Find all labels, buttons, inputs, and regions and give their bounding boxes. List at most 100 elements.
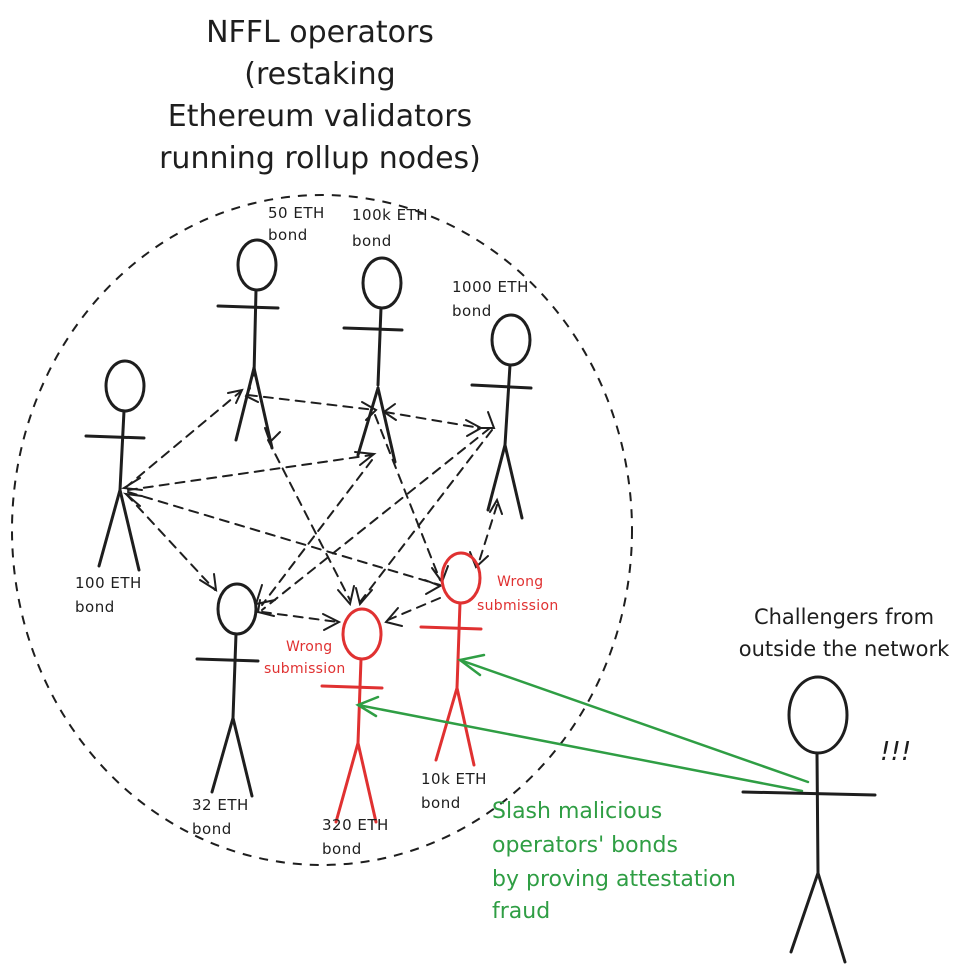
link-1000-320: [359, 429, 493, 603]
link-100k-10k: [374, 414, 441, 581]
slash-note: Slash malicious operators' bonds by prov…: [492, 799, 736, 924]
arms: [320, 684, 384, 690]
bond-label-line-2: bond: [421, 794, 461, 812]
head: [361, 256, 403, 310]
arrowhead: [256, 599, 275, 617]
arrowhead: [477, 411, 496, 429]
arrowhead: [122, 492, 143, 507]
arrowhead: [227, 388, 244, 404]
link-1000-10k: [477, 504, 498, 566]
bond-label-line-2: bond: [192, 820, 232, 838]
head: [787, 675, 849, 755]
link-10k-320: [387, 597, 441, 621]
arrowhead: [337, 585, 355, 607]
exclamation-marks: !!!: [880, 737, 911, 767]
challenger-label-line-1: Challengers from: [754, 605, 934, 629]
left-leg: [789, 871, 820, 954]
bond-label-line-1: 100k ETH: [352, 206, 428, 224]
right-leg: [376, 386, 397, 464]
right-leg: [356, 741, 378, 824]
operator-50-eth: 50 ETH bond: [216, 204, 325, 450]
left-leg: [434, 686, 459, 762]
link-100k-32: [261, 459, 373, 606]
right-leg: [252, 366, 274, 450]
title-line-4: running rollup nodes): [159, 141, 481, 176]
operator-links: [124, 391, 498, 623]
arms: [419, 625, 483, 631]
title-line-1: NFFL operators: [206, 15, 434, 50]
arrowhead: [489, 497, 503, 515]
link-32-320: [261, 611, 339, 623]
head: [104, 359, 146, 413]
link-100-32: [125, 493, 216, 591]
left-leg: [334, 741, 360, 824]
head: [440, 551, 482, 605]
arrowhead: [322, 613, 342, 631]
operator-100-eth: 100 ETH bond: [75, 359, 146, 616]
head: [236, 238, 278, 292]
slash-note-line-4: fraud: [492, 899, 550, 924]
bond-label-line-2: bond: [75, 598, 115, 616]
arms: [195, 657, 260, 663]
wrong-submission-line-1: Wrong: [286, 639, 333, 655]
right-leg: [816, 871, 847, 964]
link-100k-1000: [384, 411, 481, 429]
slash-note-line-1: Slash malicious: [492, 799, 662, 824]
slash-note-line-2: operators' bonds: [492, 833, 678, 858]
body: [455, 601, 462, 690]
arrowhead: [384, 607, 403, 627]
network-boundary: [11, 194, 633, 866]
body: [356, 657, 363, 745]
left-leg: [97, 488, 122, 568]
title-line-3: Ethereum validators: [168, 99, 472, 134]
arrowhead: [121, 477, 143, 491]
left-leg: [234, 366, 256, 442]
arrowhead: [424, 579, 443, 595]
operator-100k-eth: 100k ETH bond: [342, 206, 428, 464]
arrowhead: [457, 653, 486, 677]
head: [341, 607, 383, 661]
link-100-50: [124, 391, 241, 489]
link-1000-32: [261, 427, 491, 611]
arms: [741, 790, 877, 797]
head: [216, 582, 258, 636]
bond-label-line-1: 320 ETH: [322, 816, 389, 834]
challenger: Challengers from outside the network !!!: [739, 605, 950, 964]
slash-note-line-3: by proving attestation: [492, 867, 736, 892]
arrowhead: [355, 695, 380, 718]
link-50-320: [267, 439, 351, 601]
arms: [216, 304, 280, 310]
bond-label-line-1: 10k ETH: [421, 770, 487, 788]
title: NFFL operators (restaking Ethereum valid…: [159, 15, 481, 176]
arms: [84, 434, 146, 440]
challenge-arrow-320: [356, 703, 804, 793]
operator-1000-eth: 1000 ETH bond: [452, 278, 533, 520]
arrowhead: [199, 573, 218, 592]
challenge-arrow-10k: [458, 658, 810, 784]
arms: [470, 383, 533, 390]
arrowhead: [354, 451, 377, 466]
bond-label-line-1: 1000 ETH: [452, 278, 529, 296]
link-100-100k: [127, 454, 373, 491]
right-leg: [503, 443, 524, 520]
left-leg: [486, 443, 507, 512]
left-leg: [210, 716, 235, 794]
title-line-2: (restaking: [244, 57, 395, 92]
body: [231, 632, 238, 720]
bond-label-line-2: bond: [452, 302, 492, 320]
challenger-label-line-2: outside the network: [739, 637, 950, 661]
arrowhead: [355, 587, 373, 607]
right-leg: [231, 716, 254, 798]
bond-label-line-1: 100 ETH: [75, 574, 142, 592]
body: [815, 751, 820, 875]
operator-10k-eth: Wrong submission 10k ETH bond: [419, 551, 558, 812]
wrong-submission-line-1: Wrong: [497, 574, 544, 590]
bond-label-line-1: 50 ETH: [268, 204, 325, 222]
operator-32-eth: 32 ETH bond: [192, 582, 260, 838]
link-50-100k: [247, 394, 376, 411]
challenge-arrows: [355, 653, 810, 793]
wrong-submission-line-2: submission: [264, 661, 346, 677]
body: [252, 288, 258, 377]
left-leg: [356, 386, 380, 457]
